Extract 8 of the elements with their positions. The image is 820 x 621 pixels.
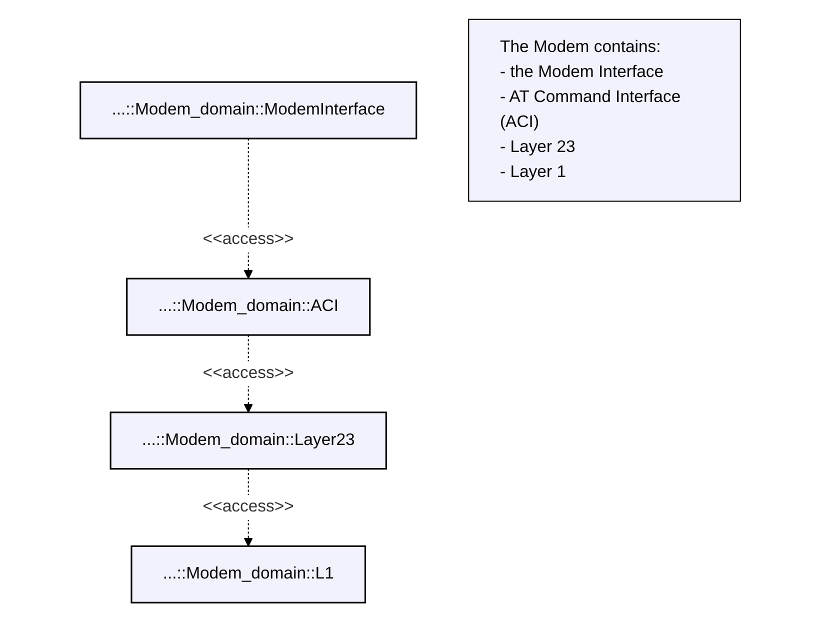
edge-label: <<access>>: [202, 230, 294, 248]
node-box: The Modem contains: - the Modem Interface - AT Command Interface (ACI) - Layer 23 - Layer 1: [468, 18, 741, 202]
edge-label: <<access>>: [202, 498, 294, 516]
edge-label: <<access>>: [202, 364, 294, 382]
node-box: ...::Modem_domain::Layer23: [109, 411, 387, 470]
node-box: ...::Modem_domain::L1: [130, 544, 366, 603]
node-box: ...::Modem_domain::ACI: [126, 277, 370, 336]
node-box: ...::Modem_domain::ModemInterface: [79, 80, 417, 139]
